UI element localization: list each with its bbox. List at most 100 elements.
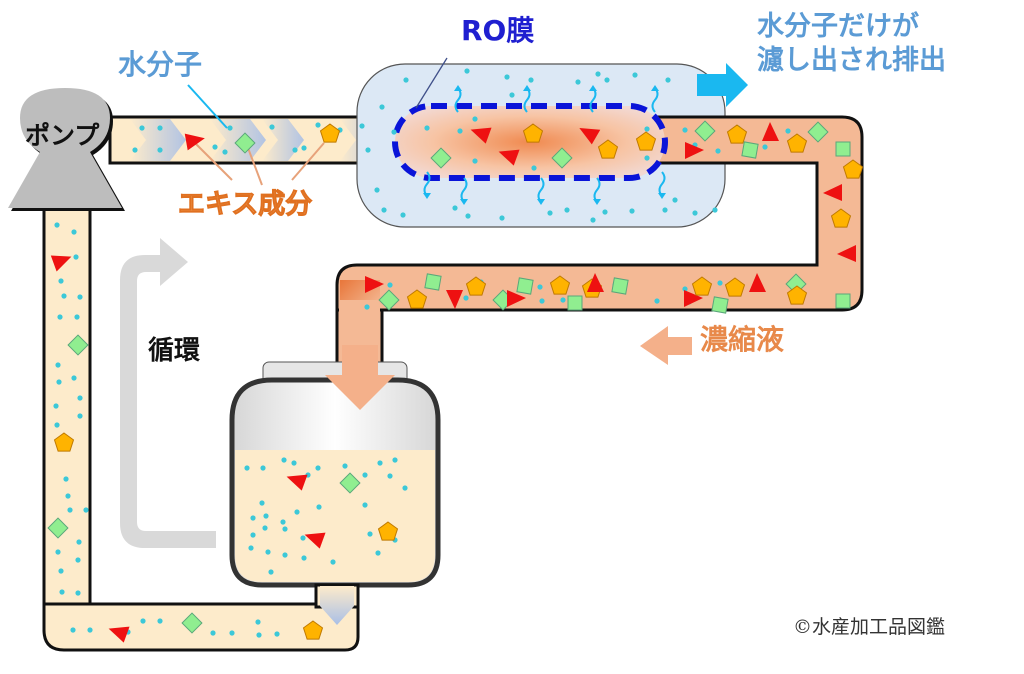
water-molecule-dot — [362, 472, 368, 478]
concentrate-label: 濃縮液 — [700, 323, 785, 356]
triangle-particle — [304, 532, 326, 549]
output-description: 水分子だけが 濾し出され排出 — [757, 10, 946, 78]
water-molecule-dot — [57, 314, 63, 320]
water-molecule-dot — [139, 125, 145, 131]
permeate-arrows — [423, 85, 666, 205]
water-molecule-dot — [255, 619, 261, 625]
concentrate-direction-arrow — [640, 326, 692, 365]
water-molecule-dot — [629, 208, 635, 214]
water-molecule-dot — [58, 568, 64, 574]
pentagon-particle — [465, 276, 487, 296]
water-output-arrow — [697, 63, 748, 107]
water-molecule-dot — [315, 465, 321, 471]
water-molecule-dot — [157, 125, 163, 131]
water-molecule-dot — [528, 77, 534, 83]
water-molecule-dot — [71, 229, 77, 235]
water-molecule-dot — [282, 526, 288, 532]
pentagon-particle — [842, 159, 864, 179]
water-molecule-dot — [391, 129, 397, 135]
water-molecule-dot — [509, 92, 515, 98]
water-molecule-dot — [604, 77, 610, 83]
pentagon-particle — [726, 124, 748, 144]
water-molecule-dot — [59, 589, 65, 595]
triangle-particle — [579, 128, 601, 145]
triangle-particle — [837, 245, 856, 262]
water-molecule-dot — [644, 155, 650, 161]
water-molecule-dot — [301, 555, 307, 561]
pentagon-particle — [635, 131, 657, 151]
water-molecule-dot — [365, 147, 371, 153]
diamond-particle — [611, 277, 629, 295]
diamond-particle — [47, 517, 69, 539]
concentrate-pipe — [335, 115, 864, 332]
water-molecule-dot — [692, 210, 698, 216]
permeate-arrowhead — [593, 199, 601, 205]
diamond-particle — [694, 120, 716, 142]
diamond-particle — [551, 147, 573, 169]
diamond-particle — [835, 141, 851, 157]
water-molecule-dot — [250, 515, 256, 521]
water-molecule-dot — [74, 314, 80, 320]
water-molecule-dot — [387, 282, 393, 288]
water-molecule-dot — [785, 128, 791, 134]
permeate-squiggle-arrow — [589, 87, 597, 113]
water-molecule-dot — [499, 215, 505, 221]
water-molecule-dot — [53, 403, 59, 409]
permeate-squiggle-arrow — [460, 177, 468, 203]
water-molecule-dot — [575, 79, 581, 85]
triangle-particle — [587, 273, 604, 292]
diamond-particle — [835, 293, 851, 309]
water-molecule-dot — [465, 213, 471, 219]
triangle-particle — [365, 276, 384, 293]
triangle-particle — [446, 290, 463, 309]
water-molecule-dot — [472, 158, 478, 164]
circulation-label: 循環 — [148, 336, 201, 366]
water-molecule-dot — [379, 104, 385, 110]
water-molecule-dot — [602, 209, 608, 215]
water-molecule-dot — [222, 149, 228, 155]
water-molecule-dot — [268, 569, 274, 575]
water-molecule-dot — [54, 222, 60, 228]
diamond-particle — [567, 295, 583, 311]
water-molecule-dot — [387, 473, 393, 479]
water-molecule-dot — [316, 504, 322, 510]
water-molecule-dot — [265, 549, 271, 555]
permeate-arrowhead — [454, 85, 462, 91]
pentagon-particle — [53, 432, 75, 452]
water-molecule-dot — [424, 125, 430, 131]
water-molecule-dot — [63, 476, 69, 482]
water-molecule-dot — [65, 493, 71, 499]
water-molecule-dot — [377, 460, 383, 466]
water-molecule-dot — [77, 294, 83, 300]
water-molecule-dot — [87, 627, 93, 633]
water-molecule-dot — [665, 77, 671, 83]
triangle-particle — [470, 127, 492, 144]
water-molecule-dot — [263, 513, 269, 519]
pentagon-particle — [549, 275, 571, 295]
triangle-particle — [498, 149, 520, 166]
tank-inflow-arrow — [325, 345, 395, 410]
permeate-squiggle-arrow — [454, 87, 462, 113]
extract-components-label: エキス成分 — [177, 189, 313, 220]
water-molecule-dot — [274, 631, 280, 637]
water-molecule-dot — [547, 210, 553, 216]
pentagon-particle — [786, 133, 808, 153]
triangle-particle — [823, 184, 842, 201]
water-molecule-dot — [248, 545, 254, 551]
water-molecule-dot — [315, 122, 321, 128]
water-molecule-dot — [364, 304, 370, 310]
water-molecule-dot — [457, 128, 463, 134]
water-molecule-dot — [229, 630, 235, 636]
water-molecule-dot — [292, 147, 298, 153]
water-molecule-dot — [260, 465, 266, 471]
return-pipe-vertical — [42, 198, 92, 632]
water-molecule-dot — [77, 413, 83, 419]
water-molecule-dot — [70, 627, 76, 633]
water-molecule-dot — [83, 507, 89, 513]
triangle-particle — [50, 255, 72, 272]
pentagon-particle — [522, 123, 544, 143]
water-molecule-dot — [291, 460, 297, 466]
water-molecule-dot — [762, 144, 768, 150]
